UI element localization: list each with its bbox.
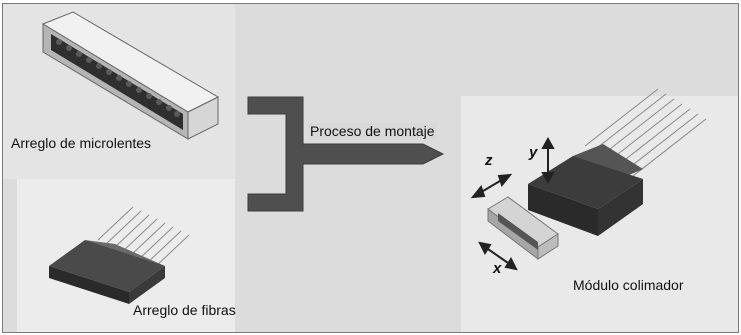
collimator-module-label: Módulo colimador [573,277,684,293]
axis-z-label: z [485,152,493,169]
axis-x-label: x [493,260,502,277]
fiber-array-illustration [49,206,190,304]
assembly-arrow [247,96,445,212]
microlens-array-illustration [41,11,220,140]
assembly-diagram [41,11,707,304]
assembly-process-label: Proceso de montaje [308,123,437,139]
diagram-frame: Arreglo de microlentes Proceso de montaj… [2,3,739,333]
collimator-module-illustration [487,88,707,261]
axis-y-label: y [529,144,538,161]
microlens-array-label: Arreglo de microlentes [11,135,152,151]
axis-arrows [470,136,555,271]
fiber-array-label: Arreglo de fibras [133,302,236,318]
